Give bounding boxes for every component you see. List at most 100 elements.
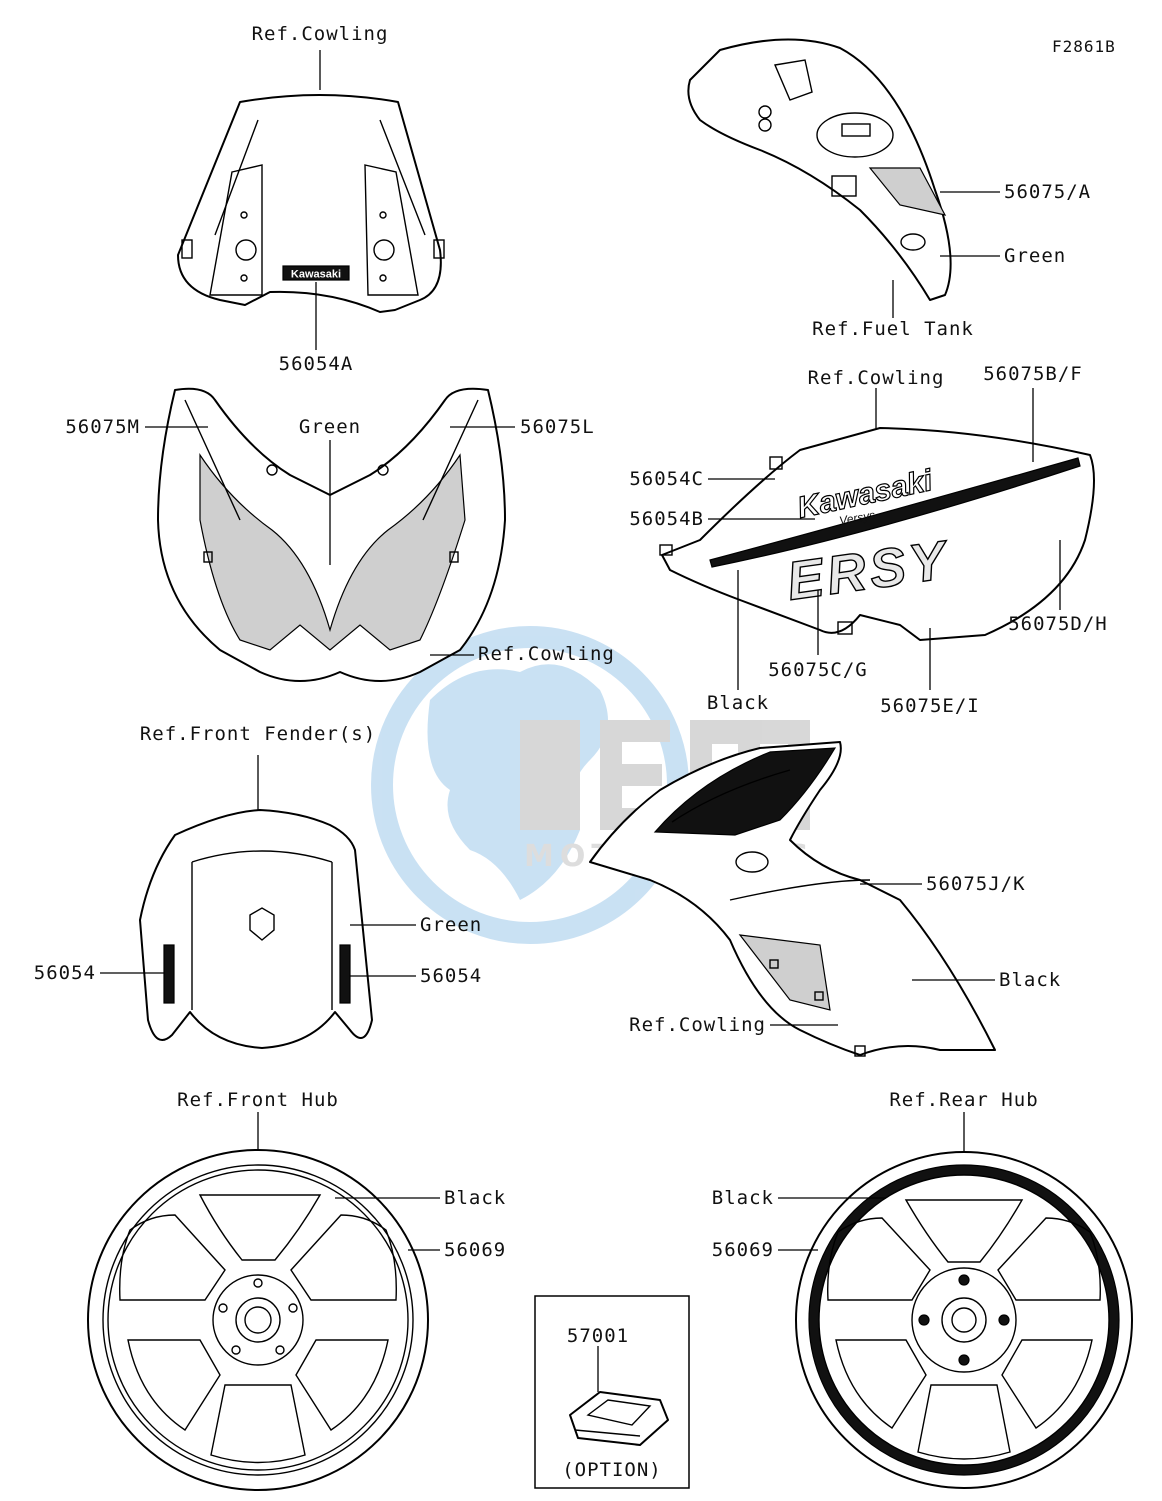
front-wheel-bolt — [253, 1278, 263, 1288]
fuel-tank-bracket — [831, 175, 857, 197]
fuel-tank-bolt — [758, 118, 772, 132]
side-cowl-right-badge-sub: Versys — [838, 508, 876, 528]
upper-cowl-bolt — [266, 464, 278, 476]
windshield-badge-text: Kawasaki — [291, 269, 341, 281]
windshield-edge-lines — [214, 119, 426, 236]
fuel-tank-part-number: 56075/A — [1004, 181, 1091, 203]
fuel-tank-ref-label: Ref.Fuel Tank — [812, 318, 974, 340]
upper-cowl-ref-label: Ref.Cowling — [478, 643, 615, 665]
windshield: Kawasaki — [177, 50, 445, 350]
upper-cowl-color: Green — [299, 416, 361, 438]
front-fender-left-part: 56054 — [34, 962, 96, 984]
side-cowl-left — [589, 741, 996, 1057]
rear-wheel-bolt — [958, 1274, 970, 1286]
front-wheel-rim-edge — [107, 1169, 409, 1471]
side-cowl-right-part-b: 56054C — [629, 468, 704, 490]
front-wheel-rim-outer — [87, 1149, 429, 1491]
side-cowl-right-part-f: 56075E/I — [880, 695, 980, 717]
front-fender-right-part: 56054 — [420, 965, 482, 987]
windshield-badge — [282, 265, 350, 281]
windshield-part-number: 56054A — [279, 353, 354, 375]
option-box — [534, 1295, 690, 1489]
front-wheel-axle — [244, 1306, 272, 1334]
option-box-frame — [534, 1295, 690, 1489]
side-cowl-left-color: Black — [999, 969, 1061, 991]
fuel-tank-cap-mount — [774, 59, 813, 101]
side-cowl-right-stripe — [709, 457, 1081, 568]
windshield-bolt — [240, 274, 248, 282]
side-cowl-left-grommet — [735, 851, 769, 873]
side-cowl-left-black-panel — [653, 747, 837, 836]
upper-cowl-clip — [449, 551, 459, 563]
front-wheel-bolt — [218, 1303, 228, 1313]
front-wheel-bolt — [288, 1303, 298, 1313]
figure-code: F2861B — [1052, 37, 1116, 56]
fuel-tank-cover — [687, 38, 1000, 318]
front-fender-outline — [139, 809, 373, 1049]
front-fender-color: Green — [420, 914, 482, 936]
front-wheel-spokes — [119, 1194, 397, 1464]
side-cowl-right: Kawasaki Versys ERSY — [659, 388, 1095, 690]
side-cowl-left-part: 56075J/K — [926, 873, 1026, 895]
side-cowl-clip — [769, 959, 779, 969]
front-wheel-color: Black — [444, 1187, 506, 1209]
windshield-bolt — [379, 211, 387, 219]
upper-cowl-green-panel — [199, 453, 466, 651]
side-cowl-right-ref-label: Ref.Cowling — [808, 367, 945, 389]
rear-wheel-axle-outer — [941, 1297, 987, 1343]
windshield-right-panel — [364, 164, 419, 296]
front-wheel — [87, 1112, 440, 1491]
rear-wheel — [778, 1112, 1133, 1489]
side-cowl-left-trim — [671, 769, 791, 823]
side-cowl-right-part-a: 56075B/F — [983, 363, 1083, 385]
option-part-number: 57001 — [567, 1325, 629, 1347]
rear-wheel-part-number: 56069 — [712, 1239, 774, 1261]
fuel-tank-decal — [868, 167, 947, 216]
watermark: MOTORPARTS — [371, 626, 810, 944]
side-cowl-clip — [814, 991, 824, 1001]
side-cowl-left-line — [729, 879, 871, 901]
side-cowl-clip — [837, 621, 853, 635]
windshield-outline — [177, 94, 442, 313]
clip-part — [569, 1391, 669, 1446]
fuel-tank-cap-latch — [841, 123, 871, 137]
fuel-tank-outline — [687, 38, 952, 301]
side-cowl-right-part-e: 56075C/G — [768, 659, 868, 681]
front-wheel-ref-label: Ref.Front Hub — [177, 1089, 339, 1111]
windshield-hole-left — [235, 239, 257, 261]
side-cowl-clip — [854, 1045, 866, 1057]
rear-wheel-hub — [911, 1267, 1017, 1373]
fuel-tank-grommet — [900, 233, 926, 251]
rear-wheel-spokes — [827, 1199, 1101, 1460]
front-wheel-axle-outer — [235, 1297, 281, 1343]
windshield-hole-right — [373, 239, 395, 261]
front-fender-edges — [191, 850, 333, 1010]
rear-wheel-bolt — [918, 1314, 930, 1326]
windshield-left-panel — [209, 164, 263, 296]
front-wheel-bolt — [231, 1345, 241, 1355]
fuel-tank-color: Green — [1004, 245, 1066, 267]
upper-cowl-stripes — [184, 399, 479, 521]
rear-wheel-axle — [951, 1307, 977, 1333]
side-cowl-right-color: Black — [707, 692, 769, 714]
front-fender-right-decal — [339, 944, 351, 1004]
rear-wheel-bolt — [958, 1354, 970, 1366]
upper-cowl — [145, 387, 515, 682]
upper-cowl-left-part: 56075M — [65, 416, 140, 438]
front-wheel-part-number: 56069 — [444, 1239, 506, 1261]
front-wheel-rim-inner — [102, 1164, 414, 1476]
windshield-tab — [433, 239, 445, 259]
front-wheel-bolt — [275, 1345, 285, 1355]
fuel-tank-cap — [816, 112, 894, 158]
front-fender — [100, 755, 416, 1049]
upper-cowl-right-part: 56075L — [520, 416, 595, 438]
side-cowl-right-outline — [661, 427, 1095, 641]
side-cowl-left-ref-label: Ref.Cowling — [629, 1014, 766, 1036]
rear-wheel-rim-inner — [818, 1174, 1110, 1466]
front-fender-emblem — [249, 907, 275, 941]
rear-wheel-color: Black — [712, 1187, 774, 1209]
rear-wheel-bolt — [998, 1314, 1010, 1326]
clip-part-detail — [574, 1399, 652, 1437]
front-wheel-hub — [212, 1274, 304, 1366]
